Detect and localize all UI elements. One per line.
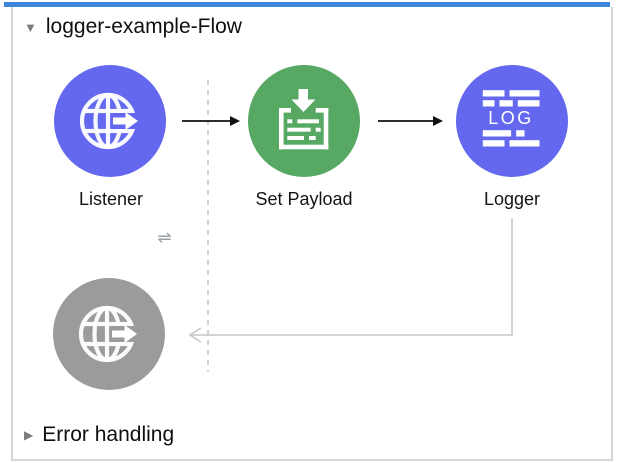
disclosure-triangle-icon[interactable]: ▼ (24, 19, 37, 35)
flow-header[interactable]: ▼ logger-example-Flow (24, 15, 242, 39)
globe-arrow-icon (79, 92, 142, 150)
flow-node-response[interactable] (53, 278, 165, 390)
log-icon: LOG (482, 90, 540, 147)
set-payload-icon (279, 89, 329, 150)
flow-node-set-payload[interactable] (248, 65, 360, 177)
exchange-glyph: ⇌ (157, 228, 172, 247)
error-handling-row[interactable]: ▶ Error handling (24, 423, 174, 447)
disclosure-triangle-icon[interactable]: ▶ (24, 427, 34, 442)
globe-arrow-icon (78, 305, 141, 363)
selection-accent-bar (4, 2, 610, 7)
flow-node-listener[interactable]: ⇌ (54, 65, 181, 254)
log-icon-text: LOG (488, 108, 534, 128)
exchange-badge-icon: ⇌ (148, 221, 181, 254)
listener-label: Listener (78, 189, 144, 209)
flow-title: logger-example-Flow (45, 15, 242, 38)
logger-label: Logger (483, 189, 541, 209)
set-payload-label: Set Payload (255, 189, 353, 209)
flow-node-logger[interactable]: LOG (456, 65, 568, 177)
error-handling-label: Error handling (42, 423, 175, 446)
